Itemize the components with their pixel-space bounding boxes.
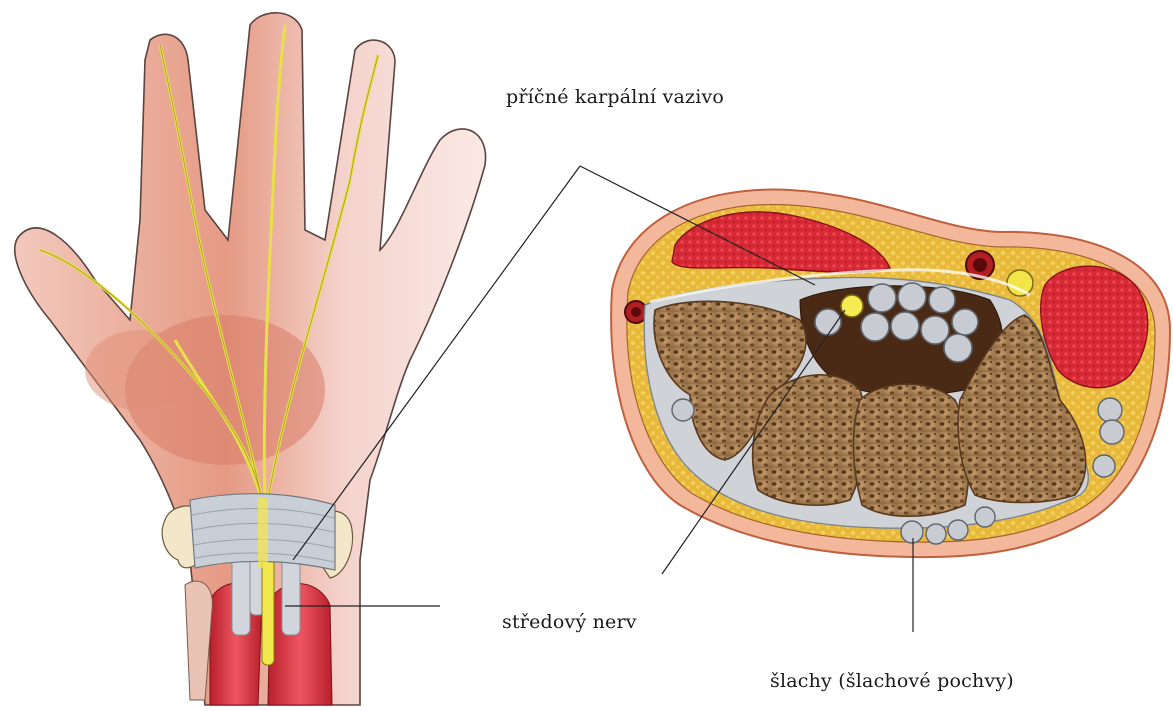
tendon xyxy=(921,316,949,344)
label-median-nerve: středový nerv xyxy=(502,611,637,633)
hand-illustration xyxy=(15,13,486,705)
bone-capitate xyxy=(853,384,968,516)
tendon xyxy=(861,313,889,341)
tendon xyxy=(891,312,919,340)
label-transverse-carpal-ligament: příčné karpální vazivo xyxy=(506,86,724,108)
median-nerve-section xyxy=(841,295,863,317)
tendon xyxy=(952,309,978,335)
tendon xyxy=(868,284,896,312)
ulnar-nerve xyxy=(1007,270,1033,296)
tendon xyxy=(944,334,972,362)
wrist-cross-section xyxy=(611,190,1170,558)
radial-artery-lumen xyxy=(631,307,641,317)
thenar-shade xyxy=(85,330,195,410)
ulnar-artery-lumen xyxy=(973,258,987,272)
tendon xyxy=(929,287,955,313)
label-tendons: šlachy (šlachové pochvy) xyxy=(770,670,1014,692)
median-nerve-under-ligament xyxy=(258,498,268,568)
tendon xyxy=(898,283,926,311)
